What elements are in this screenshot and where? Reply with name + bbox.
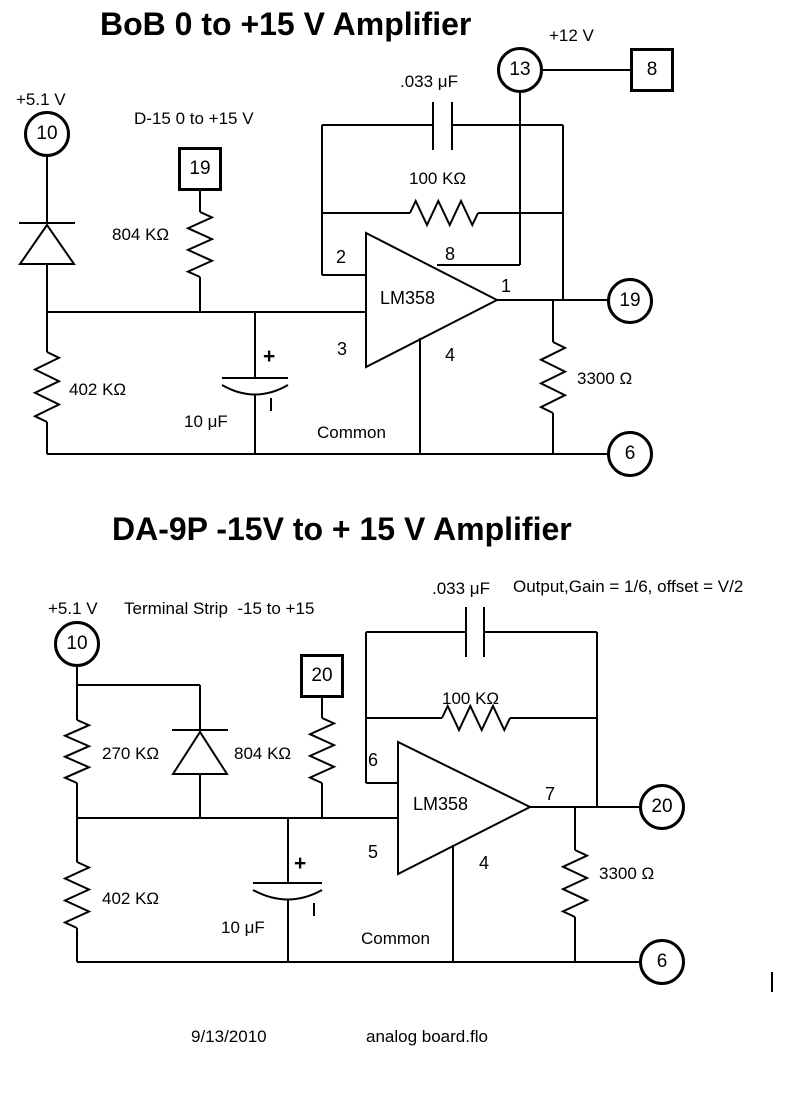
c1-node-10-label: 10 [36,123,58,144]
c2-r-lower-label: 402 KΩ [102,889,160,908]
c2-resistor-804k [307,717,337,784]
c1-resistor-402k [32,351,62,423]
c2-supply-5v1-label: +5.1 V [48,599,98,618]
c2-resistor-3300 [560,849,590,918]
circuit1-wiring [18,69,632,455]
c2-pin6-label: 6 [368,750,379,770]
c1-node-13-label: 13 [509,59,531,80]
c2-r-load-label: 3300 Ω [599,864,655,883]
c2-node-6-label: 6 [656,951,668,972]
c1-cap-feedback-label: .033 μF [400,72,458,91]
c2-zener-diode [171,730,229,775]
c1-pin4-label: 4 [445,345,456,365]
circuit2-wiring [62,607,773,992]
c1-zener-diode [18,223,76,265]
c1-supply-12v-label: +12 V [549,26,594,45]
c1-node-10: 10 [24,111,70,157]
c2-common-label: Common [361,929,430,948]
c2-node-10-label: 10 [66,633,88,654]
c1-node-19-label: 19 [619,290,641,311]
c2-cap-feedback-label: .033 μF [432,579,490,598]
c1-pin3-label: 3 [337,339,348,359]
c1-r-load-label: 3300 Ω [577,369,633,388]
c2-pin4-label: 4 [479,853,490,873]
c2-output-note: Output,Gain = 1/6, offset = V/2 [513,577,744,596]
c2-resistor-270k [62,719,92,784]
c1-r-feedback-label: 100 KΩ [409,169,467,188]
c1-resistor-100k [409,198,479,228]
c2-pin5-label: 5 [368,842,379,862]
c2-cap10uf-curved-plate [252,889,323,901]
c2-node-20-output: 20 [639,784,685,830]
c1-opamp-triangle [365,231,500,369]
c1-pin1-label: 1 [501,276,512,296]
c1-resistor-804k [185,211,215,278]
c1-supply-5v1-label: +5.1 V [16,90,66,109]
c2-cap-filter-label: 10 μF [221,918,265,937]
c1-node-6-label: 6 [624,443,636,464]
c1-cap10uf-curved-plate [221,384,289,396]
c2-node-10: 10 [54,621,100,667]
c2-r-input-label: 804 KΩ [234,744,292,763]
c1-node-13: 13 [497,47,543,93]
circuit1-title: BoB 0 to +15 V Amplifier [100,6,472,42]
c2-resistor-100k [441,703,511,733]
c1-terminal-8: 8 [630,48,674,92]
c1-pin8-label: 8 [445,244,456,264]
c1-pin2-label: 2 [336,247,347,267]
c2-opamp-label: LM358 [413,794,469,814]
c1-cap-filter-label: 10 μF [184,412,228,431]
c1-node-6-common: 6 [607,431,653,477]
c1-terminal-19: 19 [178,147,222,191]
footer-date: 9/13/2010 [191,1027,267,1046]
c1-r-input-label: 804 KΩ [112,225,170,244]
c1-node-19-output: 19 [607,278,653,324]
c2-node-20-label: 20 [651,796,673,817]
c1-terminal-19-label: 19 [189,158,211,179]
c1-resistor-3300 [538,341,568,414]
footer-filename: analog board.flo [366,1027,488,1046]
c1-terminal-8-label: 8 [646,59,658,80]
c2-r-feedback-label: 100 KΩ [442,689,500,708]
c2-opamp-triangle [397,740,533,876]
c2-r-zener-label: 270 KΩ [102,744,160,763]
c1-input-range-label: D-15 0 to +15 V [134,109,254,128]
c2-cap-plus-mark: + [294,852,307,875]
c1-opamp-label: LM358 [380,288,436,308]
circuit2-title: DA-9P -15V to + 15 V Amplifier [112,511,572,547]
c2-pin7-label: 7 [545,784,556,804]
c2-terminal-20-label: 20 [311,665,333,686]
c2-node-6-common: 6 [639,939,685,985]
c1-cap-plus-mark: + [263,345,276,368]
c2-terminal-20: 20 [300,654,344,698]
c1-common-label: Common [317,423,386,442]
c2-resistor-402k [62,861,92,929]
c2-input-range-label: Terminal Strip -15 to +15 [124,599,315,618]
c1-r-lower-label: 402 KΩ [69,380,127,399]
